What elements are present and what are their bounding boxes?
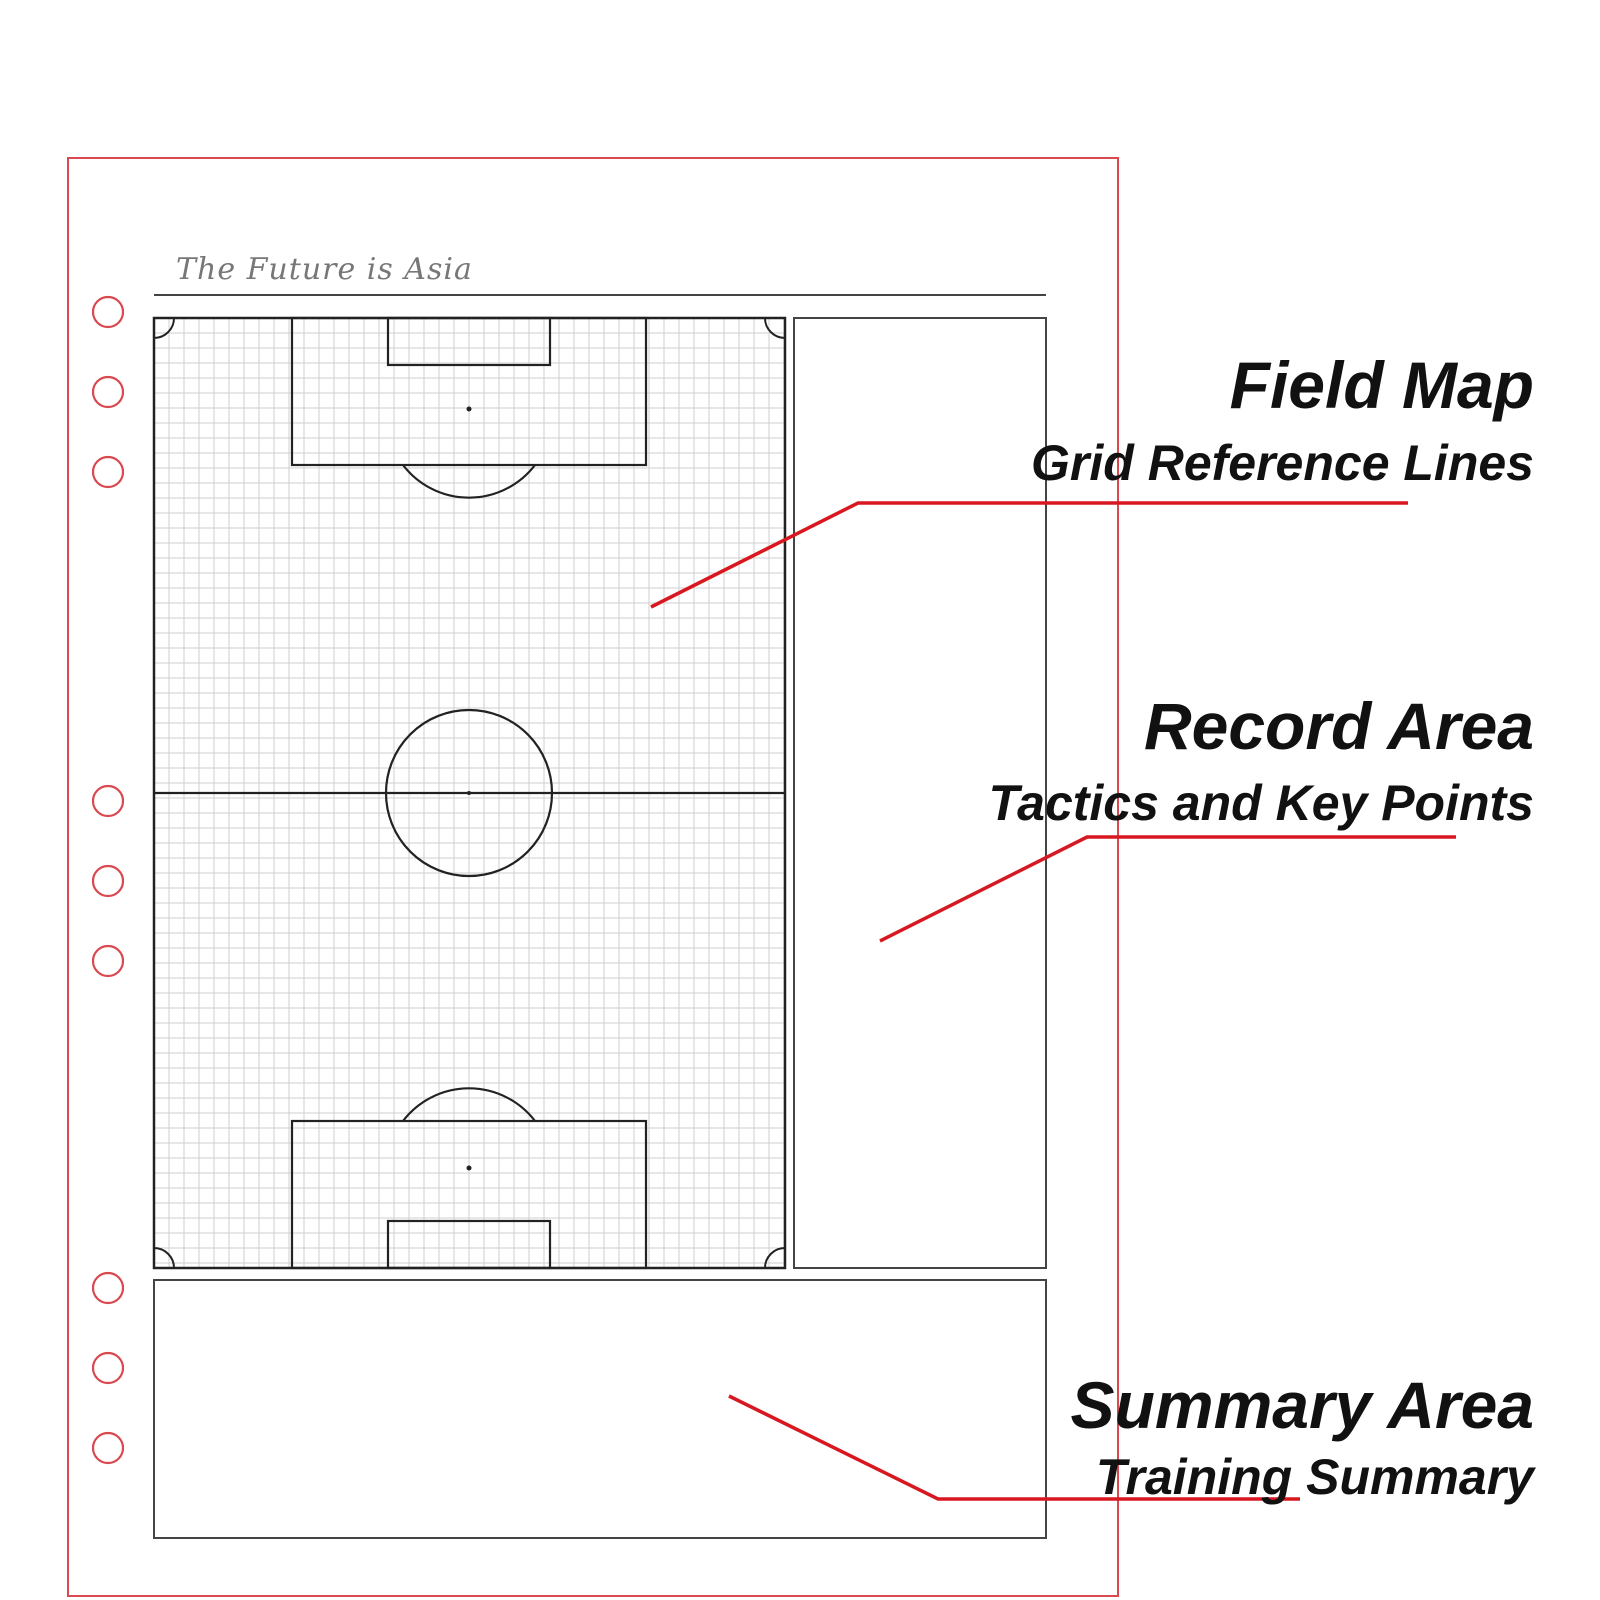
summary-area-subtitle: Training Summary — [1095, 1449, 1534, 1505]
top-goal-area — [386, 316, 552, 367]
record-area-title: Record Area — [1143, 689, 1534, 763]
binder-holes — [91, 295, 125, 1465]
bottom-penalty-spot — [466, 1165, 472, 1171]
field-map-pointer-line — [650, 501, 1408, 609]
summary-area-box — [153, 1279, 1047, 1539]
corner-arc-bottom-right — [764, 1247, 786, 1269]
binder-hole — [91, 1351, 125, 1385]
field-map — [152, 316, 787, 1270]
summary-area-title: Summary Area — [1070, 1368, 1534, 1442]
binder-hole — [91, 784, 125, 818]
record-area-pointer-line — [879, 835, 1456, 943]
binder-hole — [91, 1271, 125, 1305]
binder-hole — [91, 1431, 125, 1465]
corner-arc-top-right — [764, 317, 786, 339]
field-map-subtitle: Grid Reference Lines — [1031, 435, 1534, 491]
corner-arc-top-left — [153, 317, 175, 339]
binder-hole — [91, 944, 125, 978]
binder-hole — [91, 295, 125, 329]
top-penalty-arc — [402, 464, 536, 499]
center-circle — [384, 708, 554, 878]
corner-arc-bottom-left — [153, 1247, 175, 1269]
top-penalty-spot — [466, 406, 472, 412]
binder-hole — [91, 864, 125, 898]
bottom-goal-area — [386, 1219, 552, 1270]
record-area-box — [793, 317, 1047, 1269]
bottom-penalty-arc — [402, 1087, 536, 1122]
summary-area-pointer-line — [728, 1394, 1300, 1501]
brand-script-text: The Future is Asia — [176, 252, 473, 287]
binder-hole — [91, 375, 125, 409]
field-map-title: Field Map — [1229, 348, 1534, 422]
record-area-subtitle: Tactics and Key Points — [988, 775, 1534, 831]
notebook-sheet — [67, 157, 1119, 1597]
binder-hole — [91, 455, 125, 489]
center-spot — [467, 791, 471, 795]
